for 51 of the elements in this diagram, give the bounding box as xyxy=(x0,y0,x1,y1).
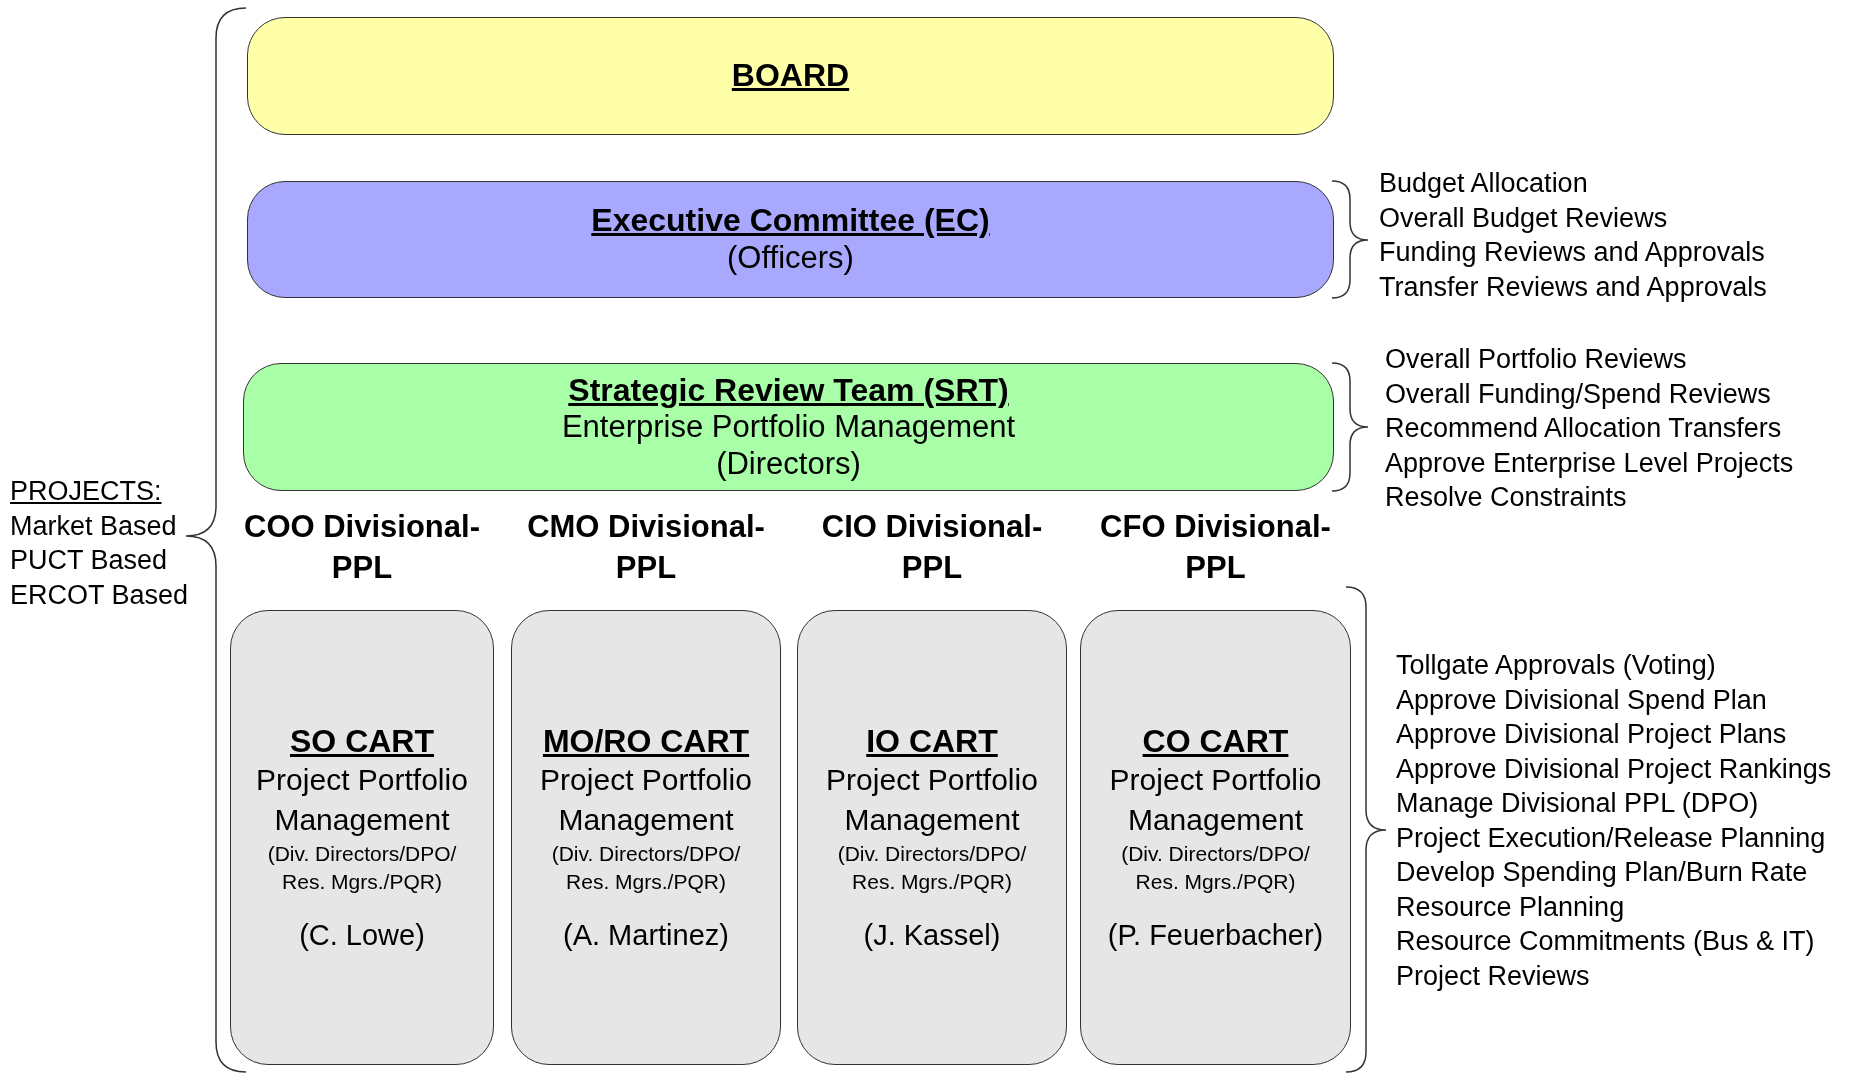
list-item: Overall Portfolio Reviews xyxy=(1385,343,1688,376)
roles-text: (Div. Directors/DPO/ Res. Mgrs./PQR) xyxy=(1120,841,1311,896)
list-item: Overall Funding/Spend Reviews xyxy=(1385,377,1772,411)
list-item: Recommend Allocation Transfers xyxy=(1385,412,1783,445)
list-item: Resource Commitments (Bus & IT) xyxy=(1396,925,1816,958)
box-title: CO CART xyxy=(1141,722,1290,761)
list-item: Resource Planning xyxy=(1396,890,1626,924)
box-subtitle: Enterprise Portfolio Management (Directors) xyxy=(560,409,1017,483)
list-item: Approve Divisional Spend Plan xyxy=(1396,683,1768,717)
tier-box xyxy=(247,181,1334,298)
person-name: (P. Feuerbacher) xyxy=(1106,918,1325,953)
person-name: (J. Kassel) xyxy=(862,918,1002,953)
roles-text: (Div. Directors/DPO/ Res. Mgrs./PQR) xyxy=(550,841,742,896)
box-subtitle: Project Portfolio Management xyxy=(539,762,753,839)
division-heading: COO Divisional-PPL xyxy=(243,508,481,587)
list-heading: PROJECTS: xyxy=(10,475,163,508)
box-title: SO CART xyxy=(289,722,435,761)
list-item: Approve Divisional Project Rankings xyxy=(1396,752,1832,786)
division-heading: CFO Divisional-PPL xyxy=(1099,508,1332,587)
box-title: Strategic Review Team (SRT) xyxy=(568,371,1009,410)
box-subtitle: Project Portfolio Management xyxy=(255,762,469,839)
list-item: Project Reviews xyxy=(1396,959,1591,993)
list-item: Approve Divisional Project Plans xyxy=(1396,718,1788,751)
list-item: Tollgate Approvals (Voting) xyxy=(1396,649,1717,682)
list-item: Manage Divisional PPL (DPO) xyxy=(1396,787,1760,820)
list-item: Funding Reviews and Approvals xyxy=(1379,236,1766,269)
box-subtitle: (Officers) xyxy=(727,240,854,277)
list-item: Overall Budget Reviews xyxy=(1379,201,1669,235)
roles-text: (Div. Directors/DPO/ Res. Mgrs./PQR) xyxy=(266,841,458,896)
roles-text: (Div. Directors/DPO/ Res. Mgrs./PQR) xyxy=(836,841,1028,896)
person-name: (A. Martinez) xyxy=(562,918,730,953)
list-item: ERCOT Based xyxy=(10,578,189,612)
box-title: Executive Committee (EC) xyxy=(591,202,990,241)
list-item: Resolve Constraints xyxy=(1385,481,1628,514)
list-item: Develop Spending Plan/Burn Rate xyxy=(1396,856,1809,889)
box-title: IO CART xyxy=(865,722,999,761)
list-item: Budget Allocation xyxy=(1379,167,1589,200)
division-heading: CMO Divisional-PPL xyxy=(526,508,766,587)
list-item: Transfer Reviews and Approvals xyxy=(1379,270,1767,304)
list-item: PUCT Based xyxy=(10,544,169,577)
list-item: Market Based xyxy=(10,509,178,543)
box-subtitle: Project Portfolio Management xyxy=(825,762,1039,839)
tier-box xyxy=(247,17,1334,135)
box-subtitle: Project Portfolio Management xyxy=(1108,762,1323,839)
box-title: MO/RO CART xyxy=(541,722,751,761)
person-name: (C. Lowe) xyxy=(298,918,426,953)
box-title: BOARD xyxy=(731,57,850,95)
list-item: Project Execution/Release Planning xyxy=(1396,821,1827,855)
list-item: Approve Enterprise Level Projects xyxy=(1385,446,1794,480)
division-heading: CIO Divisional-PPL xyxy=(820,508,1044,587)
tier-box xyxy=(243,363,1334,491)
